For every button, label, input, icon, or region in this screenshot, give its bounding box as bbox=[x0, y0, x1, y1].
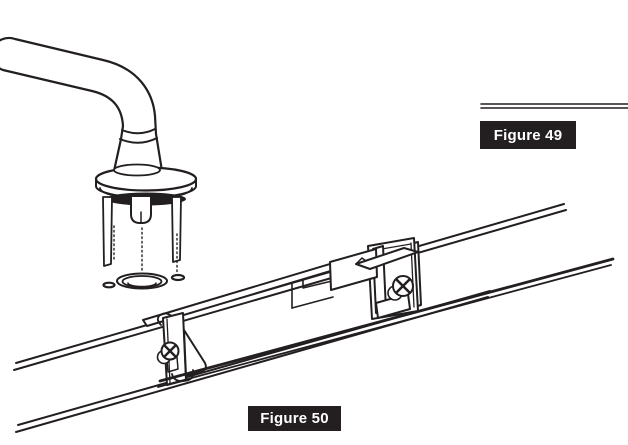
figure-50-caption-text: Figure 50 bbox=[260, 410, 329, 427]
screw-left bbox=[156, 341, 180, 365]
handle-escutcheon-flange bbox=[94, 163, 198, 206]
mounting-bracket-right bbox=[329, 237, 419, 320]
stud-hole-right bbox=[170, 273, 186, 282]
figure-49-caption: Figure 49 bbox=[480, 121, 576, 149]
alignment-dotted-lines bbox=[113, 225, 178, 274]
handle-illustration bbox=[0, 36, 198, 290]
neck-base-rim bbox=[113, 163, 161, 177]
phillips-cross-left bbox=[163, 344, 177, 358]
mounting-stud-left bbox=[102, 196, 113, 267]
mounting-bracket-left bbox=[156, 312, 207, 386]
recess-interior-shelf bbox=[291, 279, 334, 309]
figure-50-caption: Figure 50 bbox=[248, 406, 341, 431]
double-rule bbox=[480, 103, 628, 109]
handle-tube bbox=[0, 36, 164, 173]
figure-49-caption-text: Figure 49 bbox=[493, 126, 563, 144]
stud-hole-left bbox=[102, 281, 116, 289]
screw-right bbox=[387, 275, 414, 301]
handle-collar-band bbox=[119, 128, 158, 144]
bracket-right-clamp-arm bbox=[329, 248, 378, 291]
bracket-right-top-flange bbox=[355, 247, 419, 270]
rail-illustration bbox=[13, 203, 615, 433]
handle-valve-nub bbox=[130, 196, 152, 224]
phillips-cross-right bbox=[395, 278, 411, 294]
bracket-left-hook bbox=[156, 312, 175, 326]
mounting-stud-right bbox=[171, 196, 182, 263]
recess-front-lip-lines bbox=[157, 257, 615, 388]
mounting-hole-oval bbox=[116, 272, 168, 290]
